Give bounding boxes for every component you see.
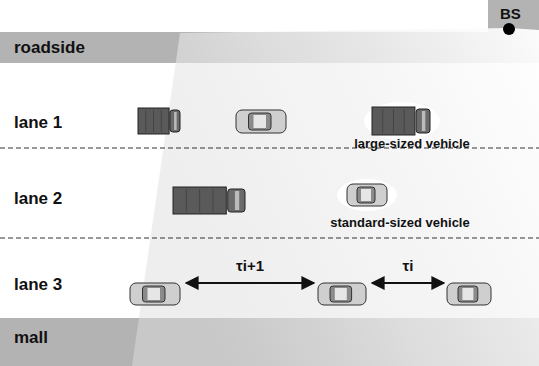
gap-arrow	[372, 282, 444, 284]
label: lane 1	[14, 114, 62, 131]
label: BS	[500, 6, 521, 21]
truck	[138, 108, 180, 134]
car	[318, 283, 366, 305]
truck	[372, 107, 430, 135]
label: τi+1	[236, 258, 264, 273]
lane-divider	[0, 238, 539, 239]
label: lane 2	[14, 190, 62, 207]
label: lane 3	[14, 276, 62, 293]
truck	[173, 187, 245, 214]
label: large-sized vehicle	[354, 137, 470, 150]
highlight	[337, 179, 397, 211]
base-station	[503, 23, 515, 35]
car	[347, 184, 387, 206]
car	[236, 110, 286, 133]
car	[130, 283, 180, 305]
vehicles	[130, 107, 491, 305]
label: τi	[403, 258, 414, 273]
label: standard-sized vehicle	[330, 216, 469, 229]
gap-arrow	[186, 282, 314, 284]
highlight	[364, 102, 440, 140]
car	[447, 283, 491, 305]
label: mall	[14, 329, 48, 346]
label: roadside	[14, 39, 85, 56]
coverage-beam	[132, 28, 539, 366]
